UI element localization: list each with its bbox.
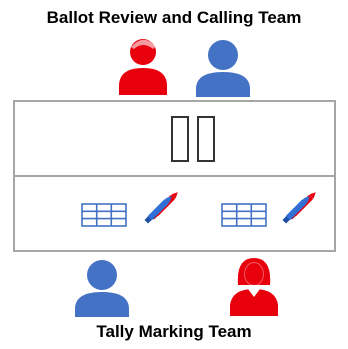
top-team-label: Ballot Review and Calling Team xyxy=(46,8,302,27)
table-bottom-section xyxy=(13,175,336,252)
ballot-box-icon xyxy=(171,116,215,162)
tally-sheet-icon xyxy=(221,203,267,227)
bottom-team-label: Tally Marking Team xyxy=(96,322,252,341)
person-female-red-icon xyxy=(230,258,278,316)
person-male-red-icon xyxy=(119,39,167,95)
person-blue-icon xyxy=(75,260,129,317)
tally-sheet-icon xyxy=(81,203,127,227)
person-blue-icon xyxy=(196,40,250,97)
